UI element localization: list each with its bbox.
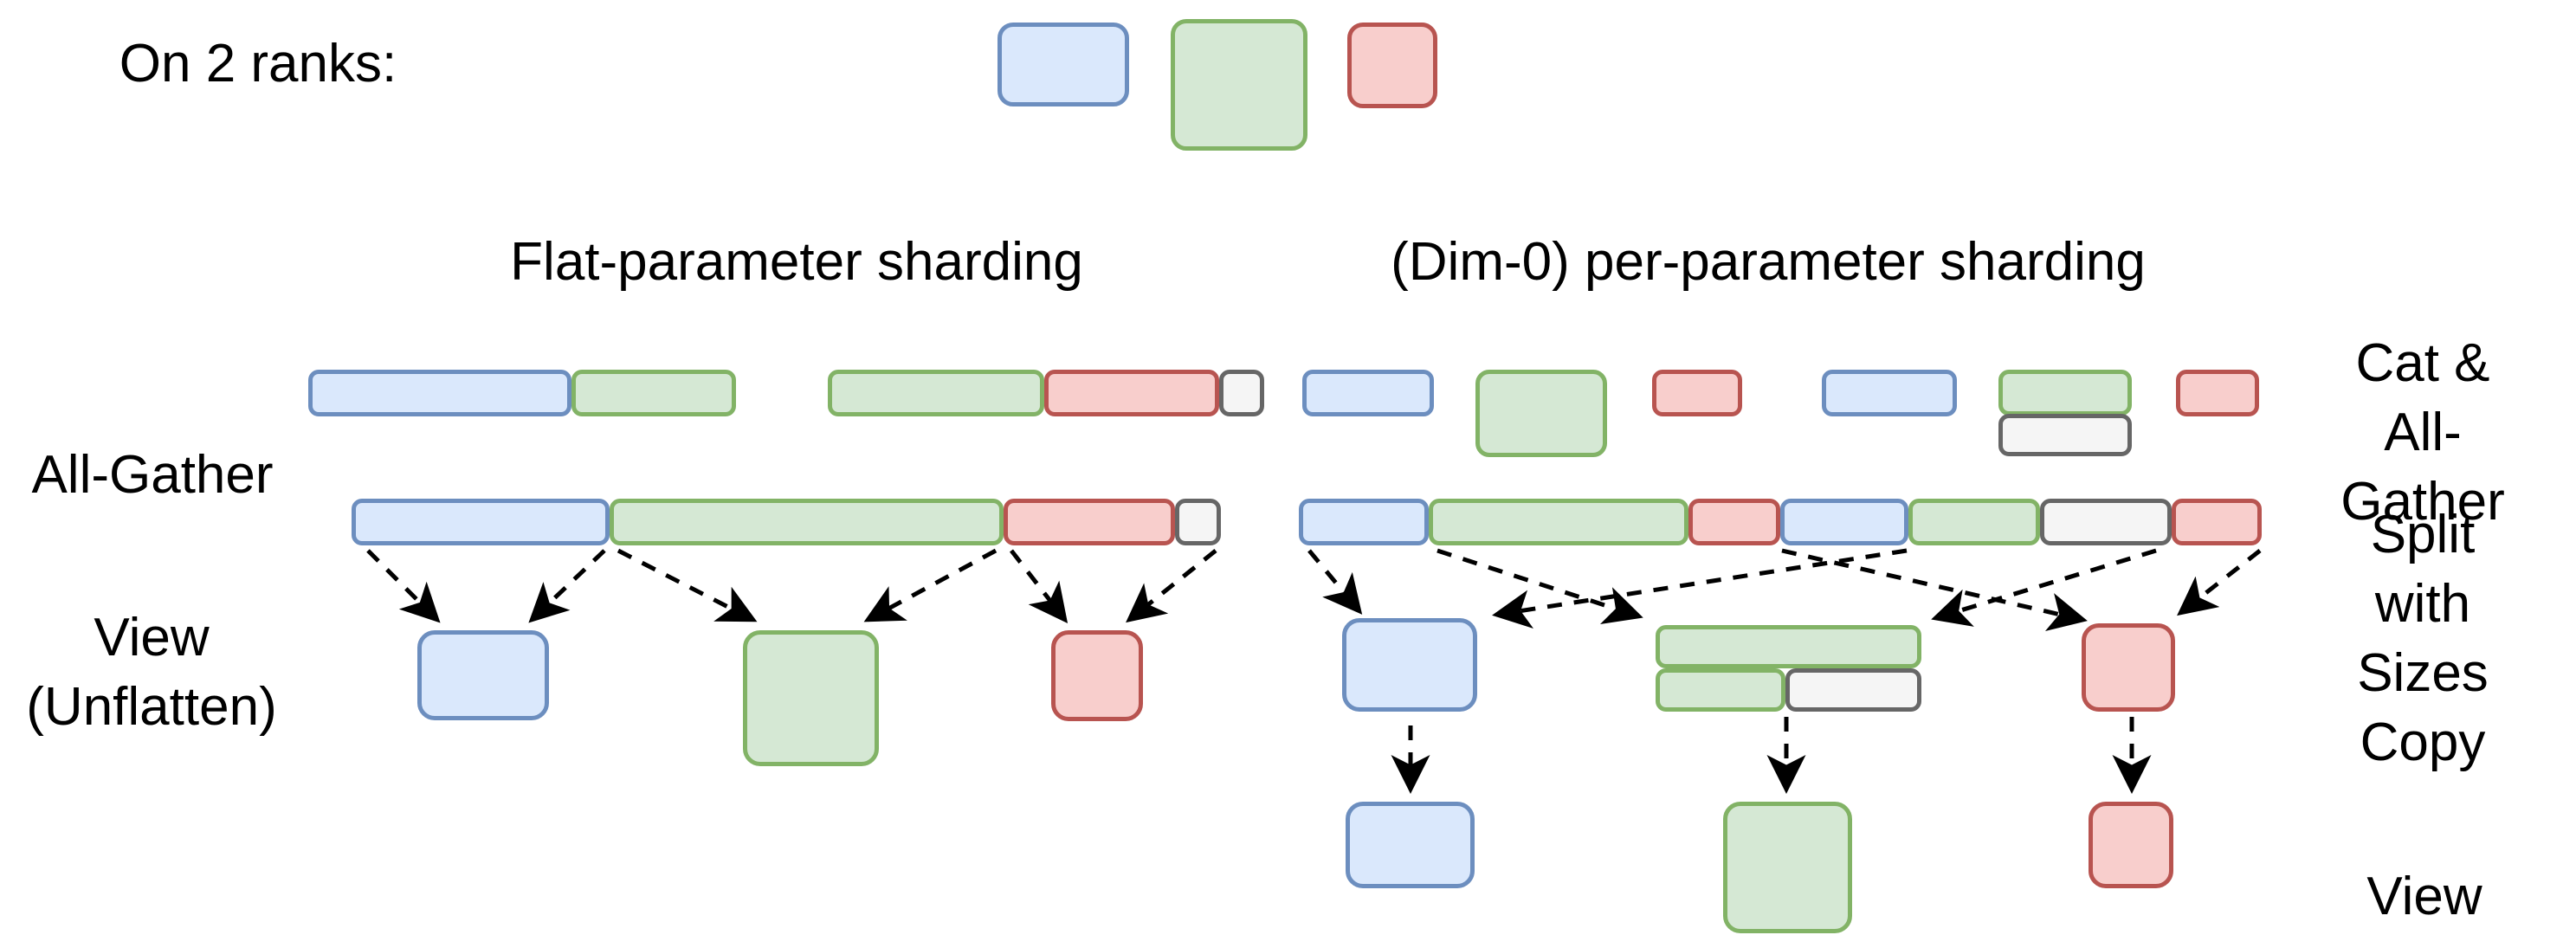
legend-param-blue [997,23,1129,106]
dim0-split-pad [1785,668,1921,712]
arrow-dim0-red1 [2177,549,2262,616]
arrow-dim0-blue0 [1307,549,1363,615]
dim0-shard1-blue [1822,370,1957,416]
dim0-sharding-title: (Dim-0) per-parameter sharding [1391,232,2146,292]
legend-param-green [1171,19,1307,151]
dim0-shard0-green [1475,370,1607,457]
dim0-split-green-bottom [1656,668,1785,712]
dim0-gathered-red1 [2172,499,2262,545]
arrow-flat-green-right [863,548,997,622]
arrow-dim0-blue1-cross [1492,548,1908,629]
arrow-dim0-green0 [1436,548,1643,624]
cat-all-gather-label: Cat & All- Gather [2340,333,2505,532]
arrow-dim0-green1-cross [1931,548,2157,627]
dim0-view-green [1723,802,1852,933]
flat-view-green [743,630,879,766]
dim0-gathered-green1 [1908,499,2040,545]
on-2-ranks-label: On 2 ranks: [119,34,397,94]
split-with-sizes-label: Split with Sizes Copy [2357,505,2489,772]
arrow-flat-blue-right [528,549,606,623]
arrow-flat-red-right [1126,549,1217,623]
flat-gathered-pad [1175,499,1221,545]
flat-gathered-blue [352,499,610,545]
arrow-dim0-red0-cross [1781,548,2088,631]
view-unflatten-label: View (Unflatten) [26,608,277,737]
dim0-split-red [2082,623,2175,712]
dim0-view-blue [1346,802,1475,888]
arrow-flat-red-left [1010,549,1068,623]
flat-shard0-green [571,370,736,416]
dim0-shard1-green [1998,370,2132,416]
flat-shard1-pad [1219,370,1264,416]
dim0-gathered-blue1 [1780,499,1908,545]
dim0-gathered-green0 [1429,499,1688,545]
dim0-shard0-blue [1302,370,1434,416]
dim0-view-red [2089,802,2173,888]
dim0-gathered-red0 [1688,499,1780,545]
flat-gathered-green [610,499,1004,545]
flat-shard0-blue [308,370,571,416]
arrow-flat-blue-left [366,549,441,623]
flat-view-red [1051,630,1143,721]
flat-view-blue [417,630,549,720]
dim0-shard1-red [2176,370,2259,416]
dim0-shard1-pad [1998,414,2132,456]
flat-gathered-red [1004,499,1175,545]
dim0-split-green-top [1656,625,1921,668]
flat-shard1-red [1044,370,1219,416]
view-label: View [2366,867,2482,926]
dim0-gathered-blue0 [1299,499,1429,545]
dim0-split-blue [1342,618,1477,712]
flat-sharding-title: Flat-parameter sharding [510,232,1083,292]
arrow-flat-green-left [617,548,758,622]
dim0-gathered-pad1 [2040,499,2172,545]
all-gather-label: All-Gather [31,445,274,505]
dim0-shard0-red [1652,370,1742,416]
flat-shard1-green [828,370,1044,416]
legend-param-red [1347,23,1437,108]
